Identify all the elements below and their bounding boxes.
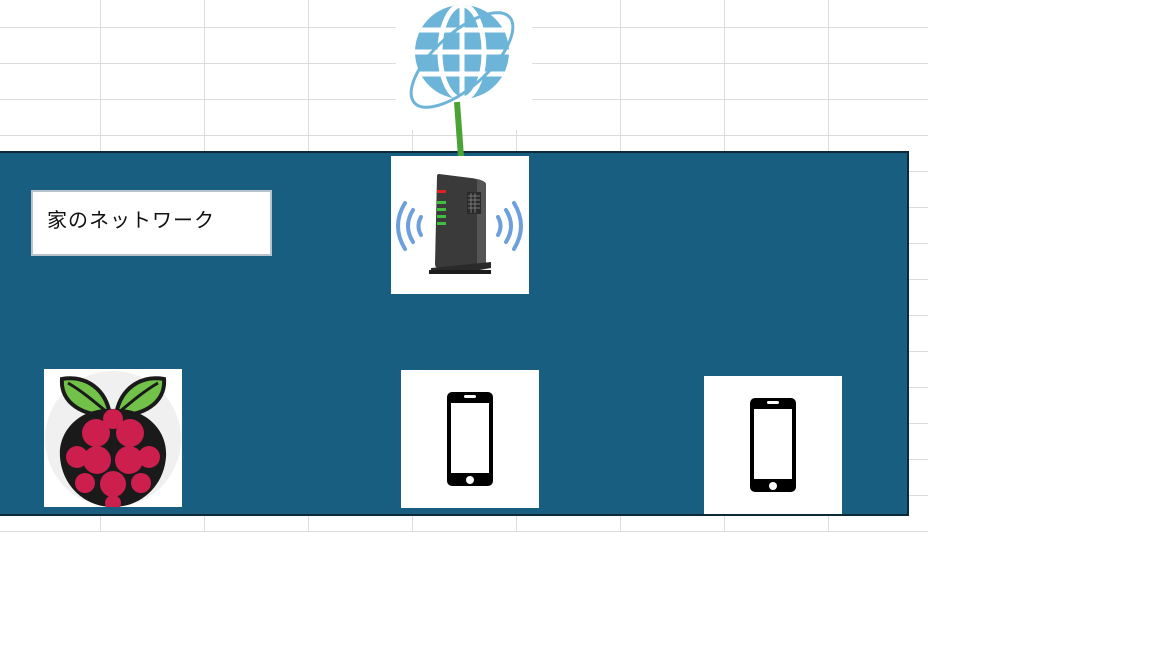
smartphone-icon <box>750 398 796 492</box>
network-label: 家のネットワーク <box>47 208 215 232</box>
grid-bottom-edge <box>0 532 1152 648</box>
network-label-box[interactable]: 家のネットワーク <box>31 190 272 256</box>
raspberry-pi-node[interactable] <box>44 369 182 511</box>
raspberry-pi-logo <box>45 371 181 511</box>
smartphone-node-2[interactable] <box>704 376 842 514</box>
smartphone-node-1[interactable] <box>401 370 539 508</box>
internet-node[interactable] <box>396 0 532 130</box>
wifi-router-icon <box>396 174 523 274</box>
globe-icon <box>409 5 515 109</box>
router-node[interactable] <box>391 156 529 294</box>
smartphone-icon <box>447 392 493 486</box>
